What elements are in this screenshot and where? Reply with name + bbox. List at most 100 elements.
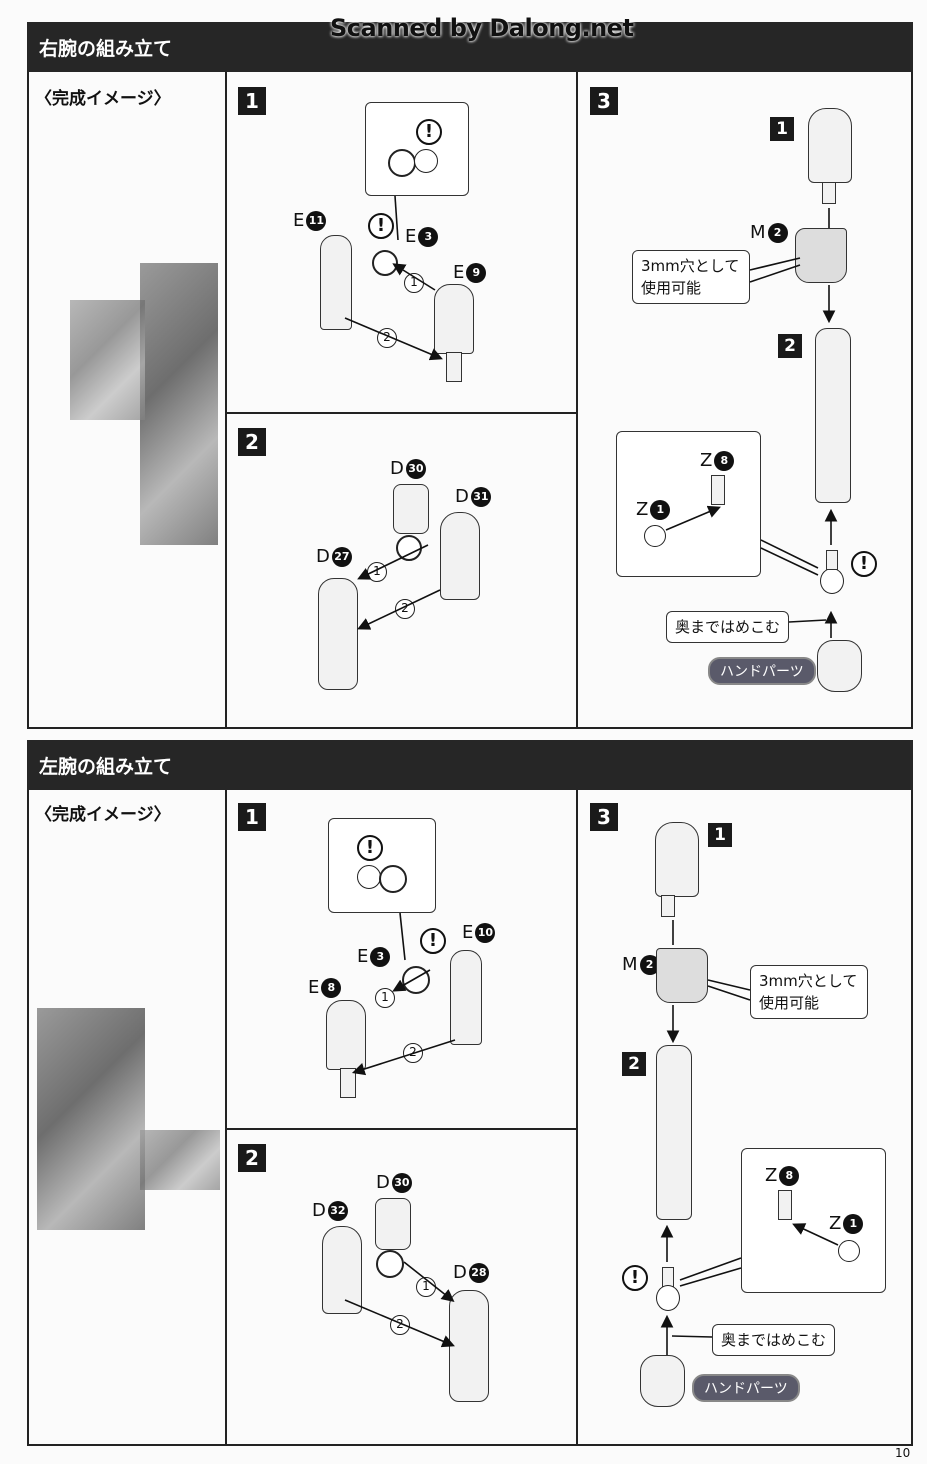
forearm-assembly (815, 328, 851, 503)
divider (225, 1128, 577, 1130)
upper-arm-peg (340, 1068, 356, 1098)
part-number: 1 (650, 499, 671, 520)
order-marker: 1 (367, 562, 387, 582)
step-number: 2 (238, 428, 266, 456)
part-number: 9 (466, 262, 487, 283)
part-number: 8 (779, 1165, 800, 1186)
caution-icon: ! (368, 213, 394, 239)
order-marker: 2 (377, 328, 397, 348)
part-runner-letter: D (390, 458, 404, 479)
joint-cylinder-part (375, 1198, 411, 1250)
z8-part (711, 475, 725, 505)
watermark: Scanned by Dalong.net (330, 14, 634, 42)
part-number: 8 (714, 450, 735, 471)
step-number: 2 (238, 1144, 266, 1172)
step-reference: 2 (622, 1052, 646, 1076)
part-runner-letter: D (316, 546, 330, 567)
washer-part (372, 250, 398, 276)
divider (576, 72, 578, 729)
joint-disc-part (376, 1250, 404, 1278)
part-number: 3 (370, 946, 391, 967)
caution-icon: ! (357, 835, 383, 861)
upper-arm-assembly (655, 822, 699, 897)
elbow-bracket-part (320, 235, 352, 330)
order-marker: 1 (416, 1277, 436, 1297)
completed-image-photo (140, 263, 218, 545)
detail-callout: ! (365, 102, 469, 196)
divider (225, 412, 577, 414)
upper-arm-part (326, 1000, 366, 1070)
note-3mm-hole: 3mm穴として使用可能 (632, 250, 750, 304)
part-runner-letter: E (453, 262, 465, 283)
completed-image-label: 〈完成イメージ〉 (35, 89, 171, 109)
step-number: 3 (590, 803, 618, 831)
step-reference: 1 (770, 117, 794, 141)
order-marker: 2 (403, 1043, 423, 1063)
part-number: 1 (843, 1213, 864, 1234)
ball-joint-peg (826, 550, 838, 570)
part-runner-letter: Z (829, 1213, 842, 1234)
step-number: 1 (238, 803, 266, 831)
part-number: 2 (639, 954, 660, 975)
note-push-in: 奥まではめこむ (666, 611, 790, 643)
part-runner-letter: M (750, 222, 766, 243)
hand-part (817, 640, 862, 692)
elbow-cover-part (440, 512, 480, 600)
ball-icon (357, 865, 381, 889)
part-runner-letter: E (405, 226, 417, 247)
elbow-joint-part (795, 228, 847, 283)
ball-joint-part (820, 568, 844, 594)
part-runner-letter: E (293, 210, 305, 231)
part-number: 27 (331, 546, 352, 567)
z8-part (778, 1190, 792, 1220)
step-number: 1 (238, 87, 266, 115)
ball-joint-peg (662, 1267, 674, 1287)
forearm-part (449, 1290, 489, 1402)
upper-arm-peg (446, 352, 462, 382)
washer-icon (388, 149, 416, 177)
inset-detail (741, 1148, 886, 1293)
part-number: 11 (306, 210, 327, 231)
section-header-right-arm: 右腕の組み立て (27, 22, 913, 72)
divider (225, 790, 227, 1446)
ball-icon (414, 149, 438, 173)
hand-parts-badge: ハンドパーツ (708, 657, 816, 685)
elbow-cover-part (322, 1226, 362, 1314)
part-runner-letter: D (455, 486, 469, 507)
order-marker: 1 (404, 273, 424, 293)
order-marker: 2 (395, 599, 415, 619)
part-number: 28 (468, 1262, 489, 1283)
joint-disc-part (396, 535, 422, 561)
caution-icon: ! (420, 928, 446, 954)
part-runner-letter: E (462, 922, 474, 943)
inset-detail (616, 431, 761, 577)
section-title: 左腕の組み立て (39, 756, 173, 778)
part-runner-letter: Z (765, 1165, 778, 1186)
elbow-bracket-part (450, 950, 482, 1045)
part-number: 32 (327, 1200, 348, 1221)
joint-cylinder-part (393, 484, 429, 534)
washer-icon (379, 865, 407, 893)
washer-part (402, 966, 430, 994)
caution-icon: ! (851, 551, 877, 577)
z1-ball-part (838, 1240, 860, 1262)
right-arm-panel (27, 72, 913, 729)
part-number: 3 (418, 226, 439, 247)
completed-image-photo-arm (70, 300, 145, 420)
left-arm-panel (27, 790, 913, 1446)
caution-icon: ! (622, 1265, 648, 1291)
order-marker: 1 (375, 988, 395, 1008)
